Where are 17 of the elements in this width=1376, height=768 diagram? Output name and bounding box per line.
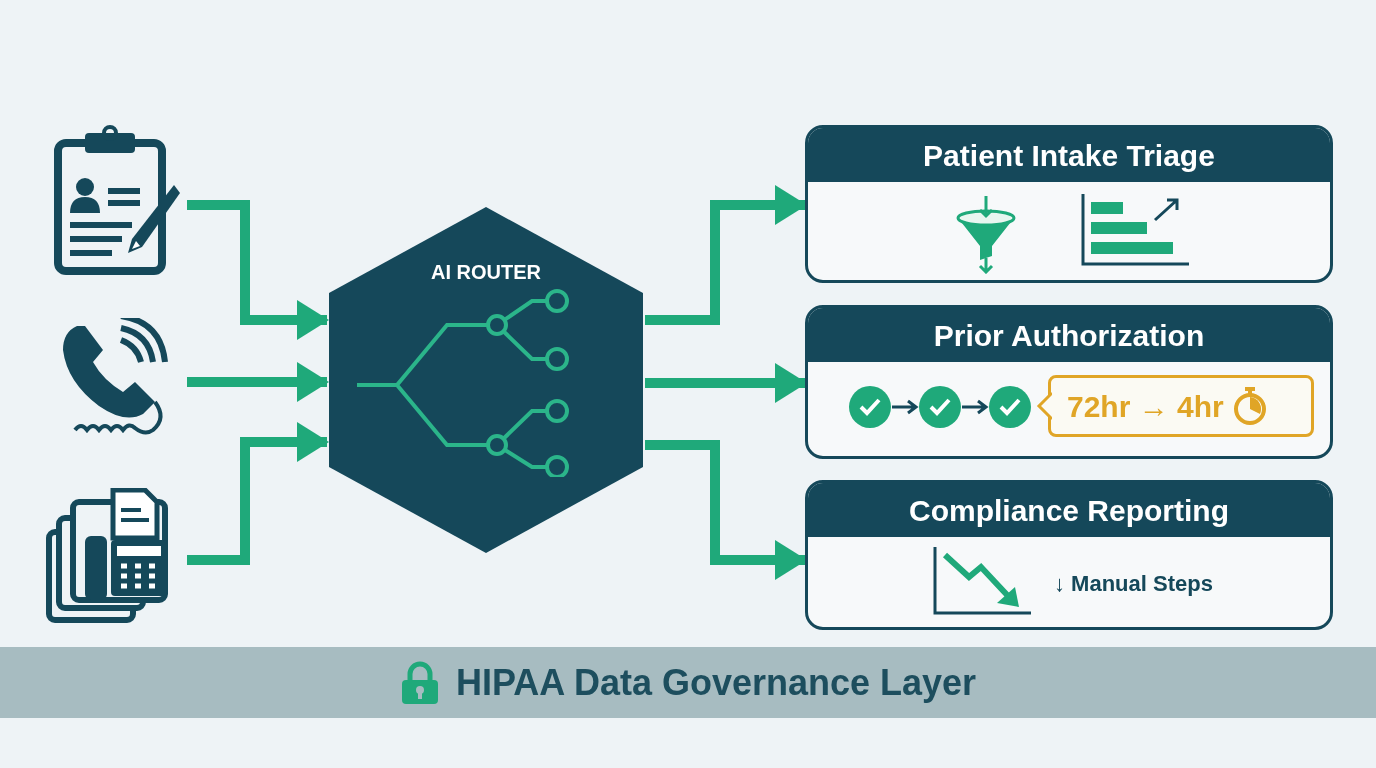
card-title: Compliance Reporting (909, 492, 1229, 529)
process-card (805, 480, 1333, 630)
router-label: AI ROUTER (430, 260, 542, 285)
arrow (187, 200, 329, 340)
metric-text: ↓ Manual Steps (1054, 570, 1213, 598)
arrow (645, 185, 807, 325)
callout-text: 72hr → 4hr (1067, 388, 1224, 425)
time-callout (1048, 375, 1314, 437)
card-title: Patient Intake Triage (923, 137, 1215, 174)
process-card (805, 125, 1333, 283)
band-title: HIPAA Data Governance Layer (455, 660, 977, 705)
router-hexagon (327, 205, 645, 555)
process-card (805, 305, 1333, 459)
arrow (645, 440, 807, 580)
card-title: Prior Authorization (933, 317, 1205, 354)
governance-band (0, 647, 1376, 718)
arrow (187, 422, 329, 565)
